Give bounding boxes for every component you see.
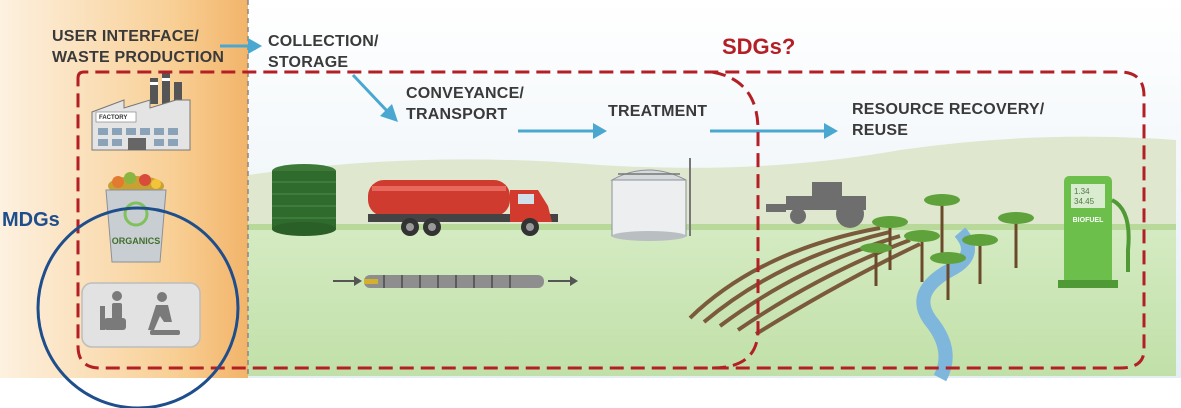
arrow-to-conveyance <box>351 73 390 114</box>
tanker-truck-icon <box>368 180 558 236</box>
horizon-line <box>248 224 1176 230</box>
toilet-user-icon <box>100 291 126 330</box>
label-treatment: TREATMENT <box>608 103 708 120</box>
toilet-panel <box>81 282 201 348</box>
label-conveyance: CONVEYANCE/ TRANSPORT <box>406 85 525 123</box>
squat-user-icon <box>148 292 180 335</box>
arrowheads <box>248 38 838 139</box>
river <box>916 227 975 382</box>
sewer-pipe-icon <box>333 275 578 288</box>
pump-display-line-2: 34.45 <box>1074 197 1095 206</box>
biofuel-pump-icon <box>1058 176 1131 288</box>
organics-label: ORGANICS <box>112 236 161 246</box>
pump-display-line-1: 1.34 <box>1074 187 1090 196</box>
factory-icon <box>91 72 191 151</box>
mdg-circle <box>36 206 240 408</box>
mdgs-label: MDGs <box>2 209 60 231</box>
label-user-interface: USER INTERFACE/ WASTE PRODUCTION <box>52 28 225 66</box>
biofuel-label: BIOFUEL <box>1073 217 1104 224</box>
factory-sign: FACTORY <box>99 115 127 121</box>
label-resource-recovery: RESOURCE RECOVERY/ REUSE <box>852 101 1045 139</box>
sdg-inner-boundary <box>711 70 760 370</box>
label-collection: COLLECTION/ STORAGE <box>268 33 379 71</box>
treatment-tank-icon <box>610 158 691 241</box>
sdg-outline <box>76 70 1146 370</box>
trees <box>860 194 1034 300</box>
flow-arrows <box>220 44 826 133</box>
organics-bucket-icon <box>105 172 167 263</box>
storage-tank-icon <box>272 164 336 236</box>
sdgs-label: SDGs? <box>722 34 796 59</box>
tractor-icon <box>766 182 866 228</box>
